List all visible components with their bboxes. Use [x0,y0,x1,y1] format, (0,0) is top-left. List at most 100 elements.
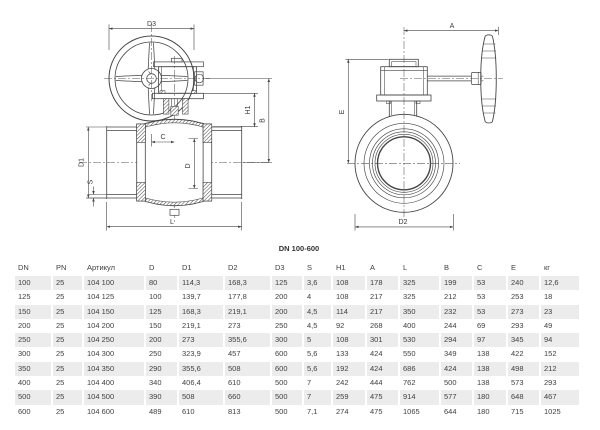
column-header: DN [15,261,53,276]
table-cell: 500 [271,404,304,419]
table-cell: 53 [473,304,508,319]
table-cell: 53 [473,276,508,291]
table-cell: 199 [440,276,474,291]
table-cell: 1025 [540,404,581,419]
column-header: Артикул [83,261,146,276]
wheel-rim-sections [481,43,497,114]
weld-ring-right [202,123,213,202]
table-cell: 49 [540,318,581,334]
column-header: L [399,261,441,276]
table-cell: 4,5 [303,318,333,334]
handwheel-front [108,35,195,122]
column-header: D [145,261,179,276]
column-header: H1 [332,261,367,276]
table-cell: 150 [145,318,179,334]
table-cell: 500 [271,390,304,405]
table-cell: 500 [15,390,53,405]
table-cell: 108 [332,276,367,291]
table-cell: 18 [540,290,581,305]
dimension-d2: D2 [354,214,454,231]
table-cell: 192 [332,361,367,377]
table-cell: 217 [366,290,400,305]
table-cell: 325 [399,276,441,291]
table-cell: 350 [15,361,53,377]
dimension-label-s: S [87,179,94,184]
dimension-c: C [151,134,175,147]
table-cell: 250 [145,347,179,362]
table-cell: 323,9 [178,347,225,362]
table-cell: 350 [399,304,441,319]
table-cell: 53 [473,290,508,305]
table-cell: 390 [145,390,179,405]
dimensions-front: D3 H1 B C [79,21,272,231]
weld-ring-left [136,123,146,202]
table-cell: 25 [52,361,84,377]
drain-plug [169,208,180,216]
table-cell: 648 [507,390,541,405]
table-cell: 25 [52,304,84,319]
table-cell: 100 [145,290,179,305]
table-cell: 268 [366,318,400,334]
table-cell: 475 [366,390,400,405]
table-cell: 273 [178,333,225,348]
stuffing-box [170,106,179,116]
table-cell: 644 [440,404,474,419]
table-cell: 219,1 [224,304,272,319]
dimension-a: A [404,23,499,35]
table-cell: 550 [399,347,441,362]
table-cell: 294 [440,333,474,348]
table-cell: 168,3 [178,304,225,319]
column-header: PN [52,261,84,276]
table-cell: 104 150 [83,304,146,319]
table-cell: 530 [399,333,441,348]
table-cell: 104 300 [83,347,146,362]
dimension-label-h1: H1 [245,105,252,114]
table-cell: 573 [507,376,541,391]
table-cell: 349 [440,347,474,362]
table-cell: 114 [332,304,367,319]
table-cell: 114,3 [178,276,225,291]
table-cell: 242 [332,376,367,391]
table-cell: 217 [366,304,400,319]
table-cell: 610 [178,404,225,419]
table-cell: 100 [15,276,53,291]
table-cell: 104 600 [83,404,146,419]
table-cell: 467 [540,390,581,405]
valve-body [106,118,243,216]
table-cell: 25 [52,333,84,348]
table-cell: 400 [15,376,53,391]
table-cell: 475 [366,404,400,419]
dimension-label-e: E [339,109,346,114]
table-cell: 240 [507,276,541,291]
table-cell: 424 [366,347,400,362]
dimension-label-d1: D1 [79,158,86,167]
table-cell: 250 [15,333,53,348]
table-cell: 340 [145,376,179,391]
table-cell: 108 [332,290,367,305]
table-cell: 104 200 [83,318,146,334]
table-cell: 139,7 [178,290,225,305]
table-cell: 600 [271,347,304,362]
table-cell: 4 [303,290,333,305]
table-cell: 97 [473,333,508,348]
table-cell: 259 [332,390,367,405]
dimension-label-d3: D3 [147,21,156,28]
table-cell: 25 [52,290,84,305]
dimension-l: L [106,202,242,231]
table-cell: 345 [507,333,541,348]
table-cell: 7,1 [303,404,333,419]
column-header: S [303,261,333,276]
stand-column-left [163,98,170,115]
table-cell: 300 [271,333,304,348]
table-cell: 253 [507,290,541,305]
table-cell: 104 400 [83,376,146,391]
drawing-caption: DN 100-600 [278,244,320,253]
